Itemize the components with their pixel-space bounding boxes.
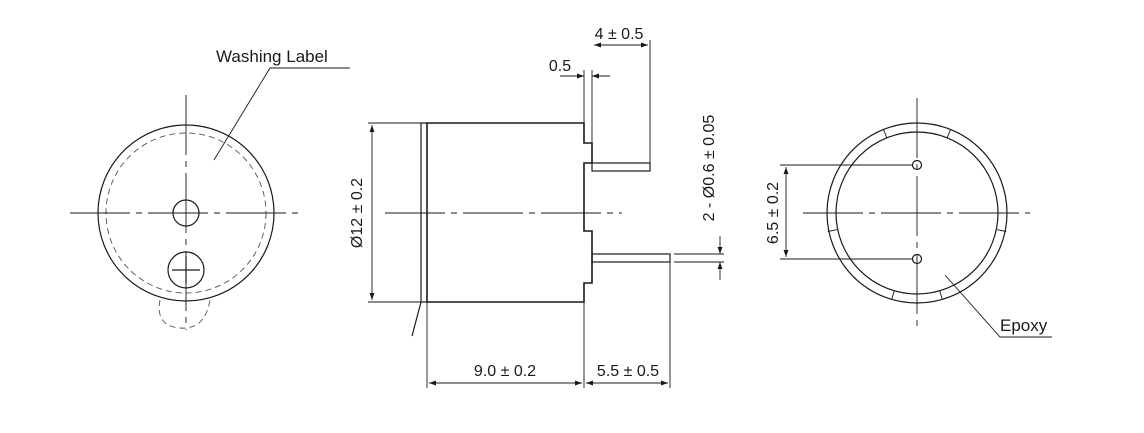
pin-hole-lower xyxy=(911,253,923,265)
top-view: Washing Label xyxy=(70,47,350,330)
shoulder-text: 0.5 xyxy=(549,58,571,75)
body-edge-caps xyxy=(421,122,427,303)
epoxy-text: Epoxy xyxy=(1000,316,1048,335)
positive-mark-circle xyxy=(167,251,205,289)
pin-extension-text: 5.5 ± 0.5 xyxy=(597,363,659,380)
body-diameter-text: Ø12 ± 0.2 xyxy=(349,178,366,248)
hidden-lead-outline xyxy=(158,299,211,329)
body-height-text: 9.0 ± 0.2 xyxy=(474,363,536,380)
pin-diameter-text: 2 - Ø0.6 ± 0.05 xyxy=(701,115,718,222)
epoxy-leader xyxy=(944,274,1052,338)
sound-hole xyxy=(172,199,200,227)
side-view: Ø12 ± 0.2 9.0 ± 0.2 5.5 ± 0.5 0.5 4 ± 0.… xyxy=(349,26,724,388)
pin-length-text: 4 ± 0.5 xyxy=(595,26,644,43)
pin-hole-upper xyxy=(911,159,923,171)
ring-notches xyxy=(827,129,1007,300)
washing-label-text: Washing Label xyxy=(216,47,328,66)
pin-pitch-text: 6.5 ± 0.2 xyxy=(765,182,782,244)
pin-lower xyxy=(591,253,671,263)
buzzer-body xyxy=(426,122,593,303)
lead-wire xyxy=(411,301,422,337)
washing-label-leader xyxy=(213,67,350,161)
pin-upper xyxy=(591,162,651,172)
bottom-view: 6.5 ± 0.2 Epoxy xyxy=(765,98,1052,338)
